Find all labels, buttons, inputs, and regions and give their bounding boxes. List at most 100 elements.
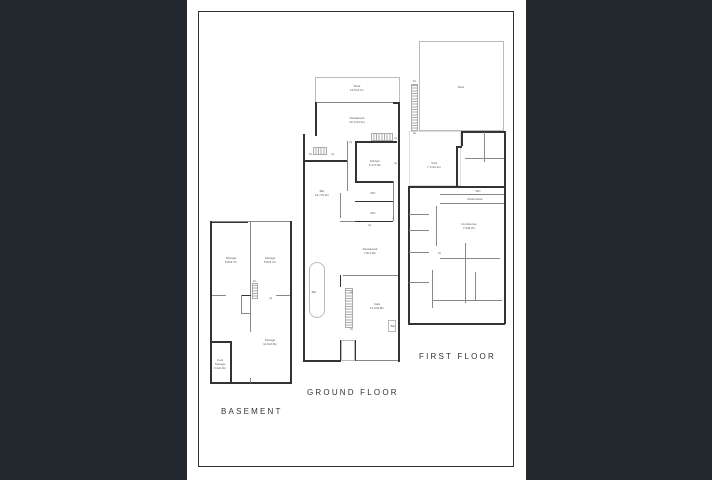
- partition: [465, 243, 466, 303]
- partition: [393, 181, 394, 221]
- room-label: Roof: [457, 85, 465, 89]
- stair-annotation: Up: [331, 153, 335, 156]
- wall: [456, 146, 462, 148]
- stair-annotation: Dn: [309, 153, 313, 156]
- wall: [303, 134, 305, 361]
- wall: [355, 221, 393, 222]
- room-label: Kitchenette: [467, 197, 483, 201]
- partition: [347, 141, 348, 191]
- room-label: WC: [370, 211, 376, 215]
- partition: [409, 252, 429, 253]
- stairs: [313, 147, 327, 155]
- partition: [436, 206, 437, 246]
- wall: [210, 382, 292, 384]
- wall: [355, 141, 397, 143]
- void-outline: [409, 131, 461, 186]
- partition: [440, 203, 504, 204]
- stair-annotation: Dn: [413, 132, 417, 135]
- wall: [408, 186, 410, 324]
- partition: [465, 158, 504, 159]
- partition: [276, 295, 290, 296]
- page-border: [198, 11, 514, 467]
- basement-label: BASEMENT: [221, 407, 283, 416]
- wall: [210, 221, 212, 384]
- first-floor-label: FIRST FLOOR: [419, 352, 496, 361]
- wall: [504, 131, 506, 324]
- room-label: Bar: [390, 324, 396, 328]
- stair-annotation: Up: [368, 224, 372, 227]
- stair-annotation: Dn: [413, 80, 417, 83]
- room-label: WC: [370, 191, 376, 195]
- wall: [340, 340, 342, 361]
- stair-annotation: Dn: [253, 280, 257, 283]
- partition: [409, 214, 429, 215]
- partition: [409, 282, 429, 283]
- floor-plan-page: [187, 0, 526, 480]
- wall: [456, 146, 458, 186]
- wall: [461, 131, 463, 146]
- wall: [210, 341, 231, 343]
- partition: [241, 295, 251, 296]
- wall: [398, 102, 400, 362]
- wall: [408, 323, 505, 325]
- partition: [250, 378, 251, 383]
- stairs: [411, 84, 418, 131]
- partition: [340, 221, 355, 222]
- wall: [393, 102, 399, 104]
- room-label: WC: [475, 189, 481, 193]
- stair-annotation: Up: [394, 137, 398, 140]
- bifold-doors: [356, 360, 398, 361]
- wall: [210, 221, 248, 223]
- partition: [241, 313, 251, 314]
- wall: [212, 221, 290, 222]
- partition: [484, 132, 485, 162]
- roof-outline: [419, 41, 504, 131]
- partition: [343, 275, 398, 276]
- stair-annotation: Up: [349, 141, 353, 144]
- wall: [355, 181, 393, 183]
- partition: [440, 258, 500, 259]
- partition: [250, 222, 251, 332]
- partition: [475, 272, 476, 300]
- stair-annotation: Up: [394, 162, 398, 165]
- ground-floor-label: GROUND FLOOR: [307, 388, 399, 397]
- partition: [432, 270, 433, 308]
- wall: [408, 186, 504, 188]
- wall: [355, 201, 393, 202]
- wall: [340, 275, 341, 287]
- wall: [304, 160, 348, 162]
- stair-annotation: Up: [269, 297, 273, 300]
- room-label: Bar: [311, 290, 317, 294]
- wall: [315, 102, 317, 136]
- partition: [241, 295, 242, 313]
- stair-annotation: Up: [350, 291, 354, 294]
- bar-counter: [309, 262, 325, 318]
- partition: [212, 295, 226, 296]
- stairs: [252, 283, 258, 299]
- wall: [355, 141, 357, 181]
- partition: [432, 300, 502, 301]
- partition: [340, 193, 341, 218]
- wall: [230, 341, 232, 383]
- stairs: [371, 133, 393, 141]
- bar-counter: [388, 320, 396, 332]
- stairs: [345, 288, 353, 328]
- partition: [409, 230, 429, 231]
- wall: [461, 131, 505, 133]
- wall: [290, 221, 292, 384]
- partition: [440, 194, 504, 195]
- entry: [341, 340, 355, 361]
- wall: [303, 360, 341, 362]
